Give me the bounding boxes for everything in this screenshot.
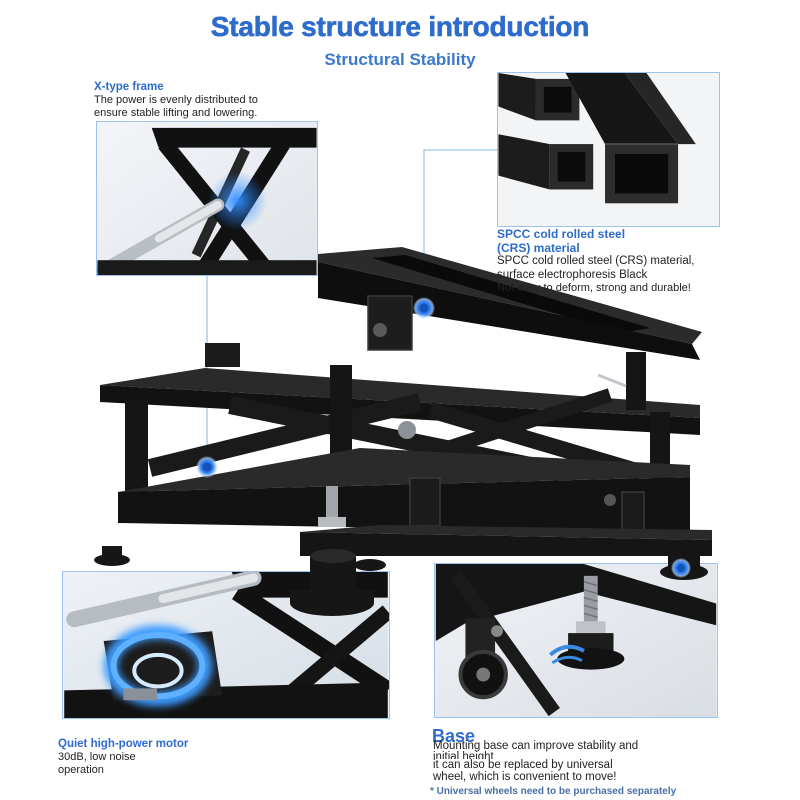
- base-body-line: Mounting base can improve stability and: [433, 740, 639, 752]
- steel-tube-detail-image: [497, 72, 720, 227]
- x-frame-detail-image: [96, 121, 318, 276]
- footnote: * Universal wheels need to be purchased …: [430, 786, 677, 797]
- motor-body-line: 30dB, low noise: [58, 751, 136, 763]
- x-frame-illustration: [97, 122, 317, 275]
- page-title: Stable structure introduction: [210, 11, 590, 42]
- callout-dot-icon: [413, 297, 435, 319]
- base-body-line: wheel, which is convenient to move!: [433, 771, 617, 783]
- material-heading-line: (CRS) material: [497, 241, 580, 255]
- base-heading: Base: [432, 726, 476, 746]
- material-body-line: surface electrophoresis Black: [497, 269, 648, 281]
- steel-tube-illustration: [498, 73, 719, 226]
- material-body-line: Not easy to deform, strong and durable!: [497, 282, 691, 294]
- material-body-line: SPCC cold rolled steel (CRS) material,: [497, 255, 695, 267]
- lift-feet: [94, 546, 708, 616]
- page-subtitle: Structural Stability: [324, 50, 476, 69]
- material-heading-line: SPCC cold rolled steel: [497, 227, 626, 241]
- base-detail-image: [434, 563, 718, 718]
- motor-heading: Quiet high-power motor: [58, 738, 189, 750]
- callout-dot-icon: [196, 456, 218, 478]
- lift-frame: [100, 247, 712, 556]
- base-illustration: [435, 564, 717, 717]
- motor-body-line: operation: [58, 764, 104, 776]
- x-frame-body-line: The power is evenly distributed to: [94, 94, 258, 106]
- base-body-line: it can also be replaced by universal: [433, 759, 615, 772]
- x-frame-heading: X-type frame: [94, 81, 164, 93]
- callout-dot-icon: [671, 558, 691, 578]
- x-frame-body-line: ensure stable lifting and lowering.: [94, 107, 258, 119]
